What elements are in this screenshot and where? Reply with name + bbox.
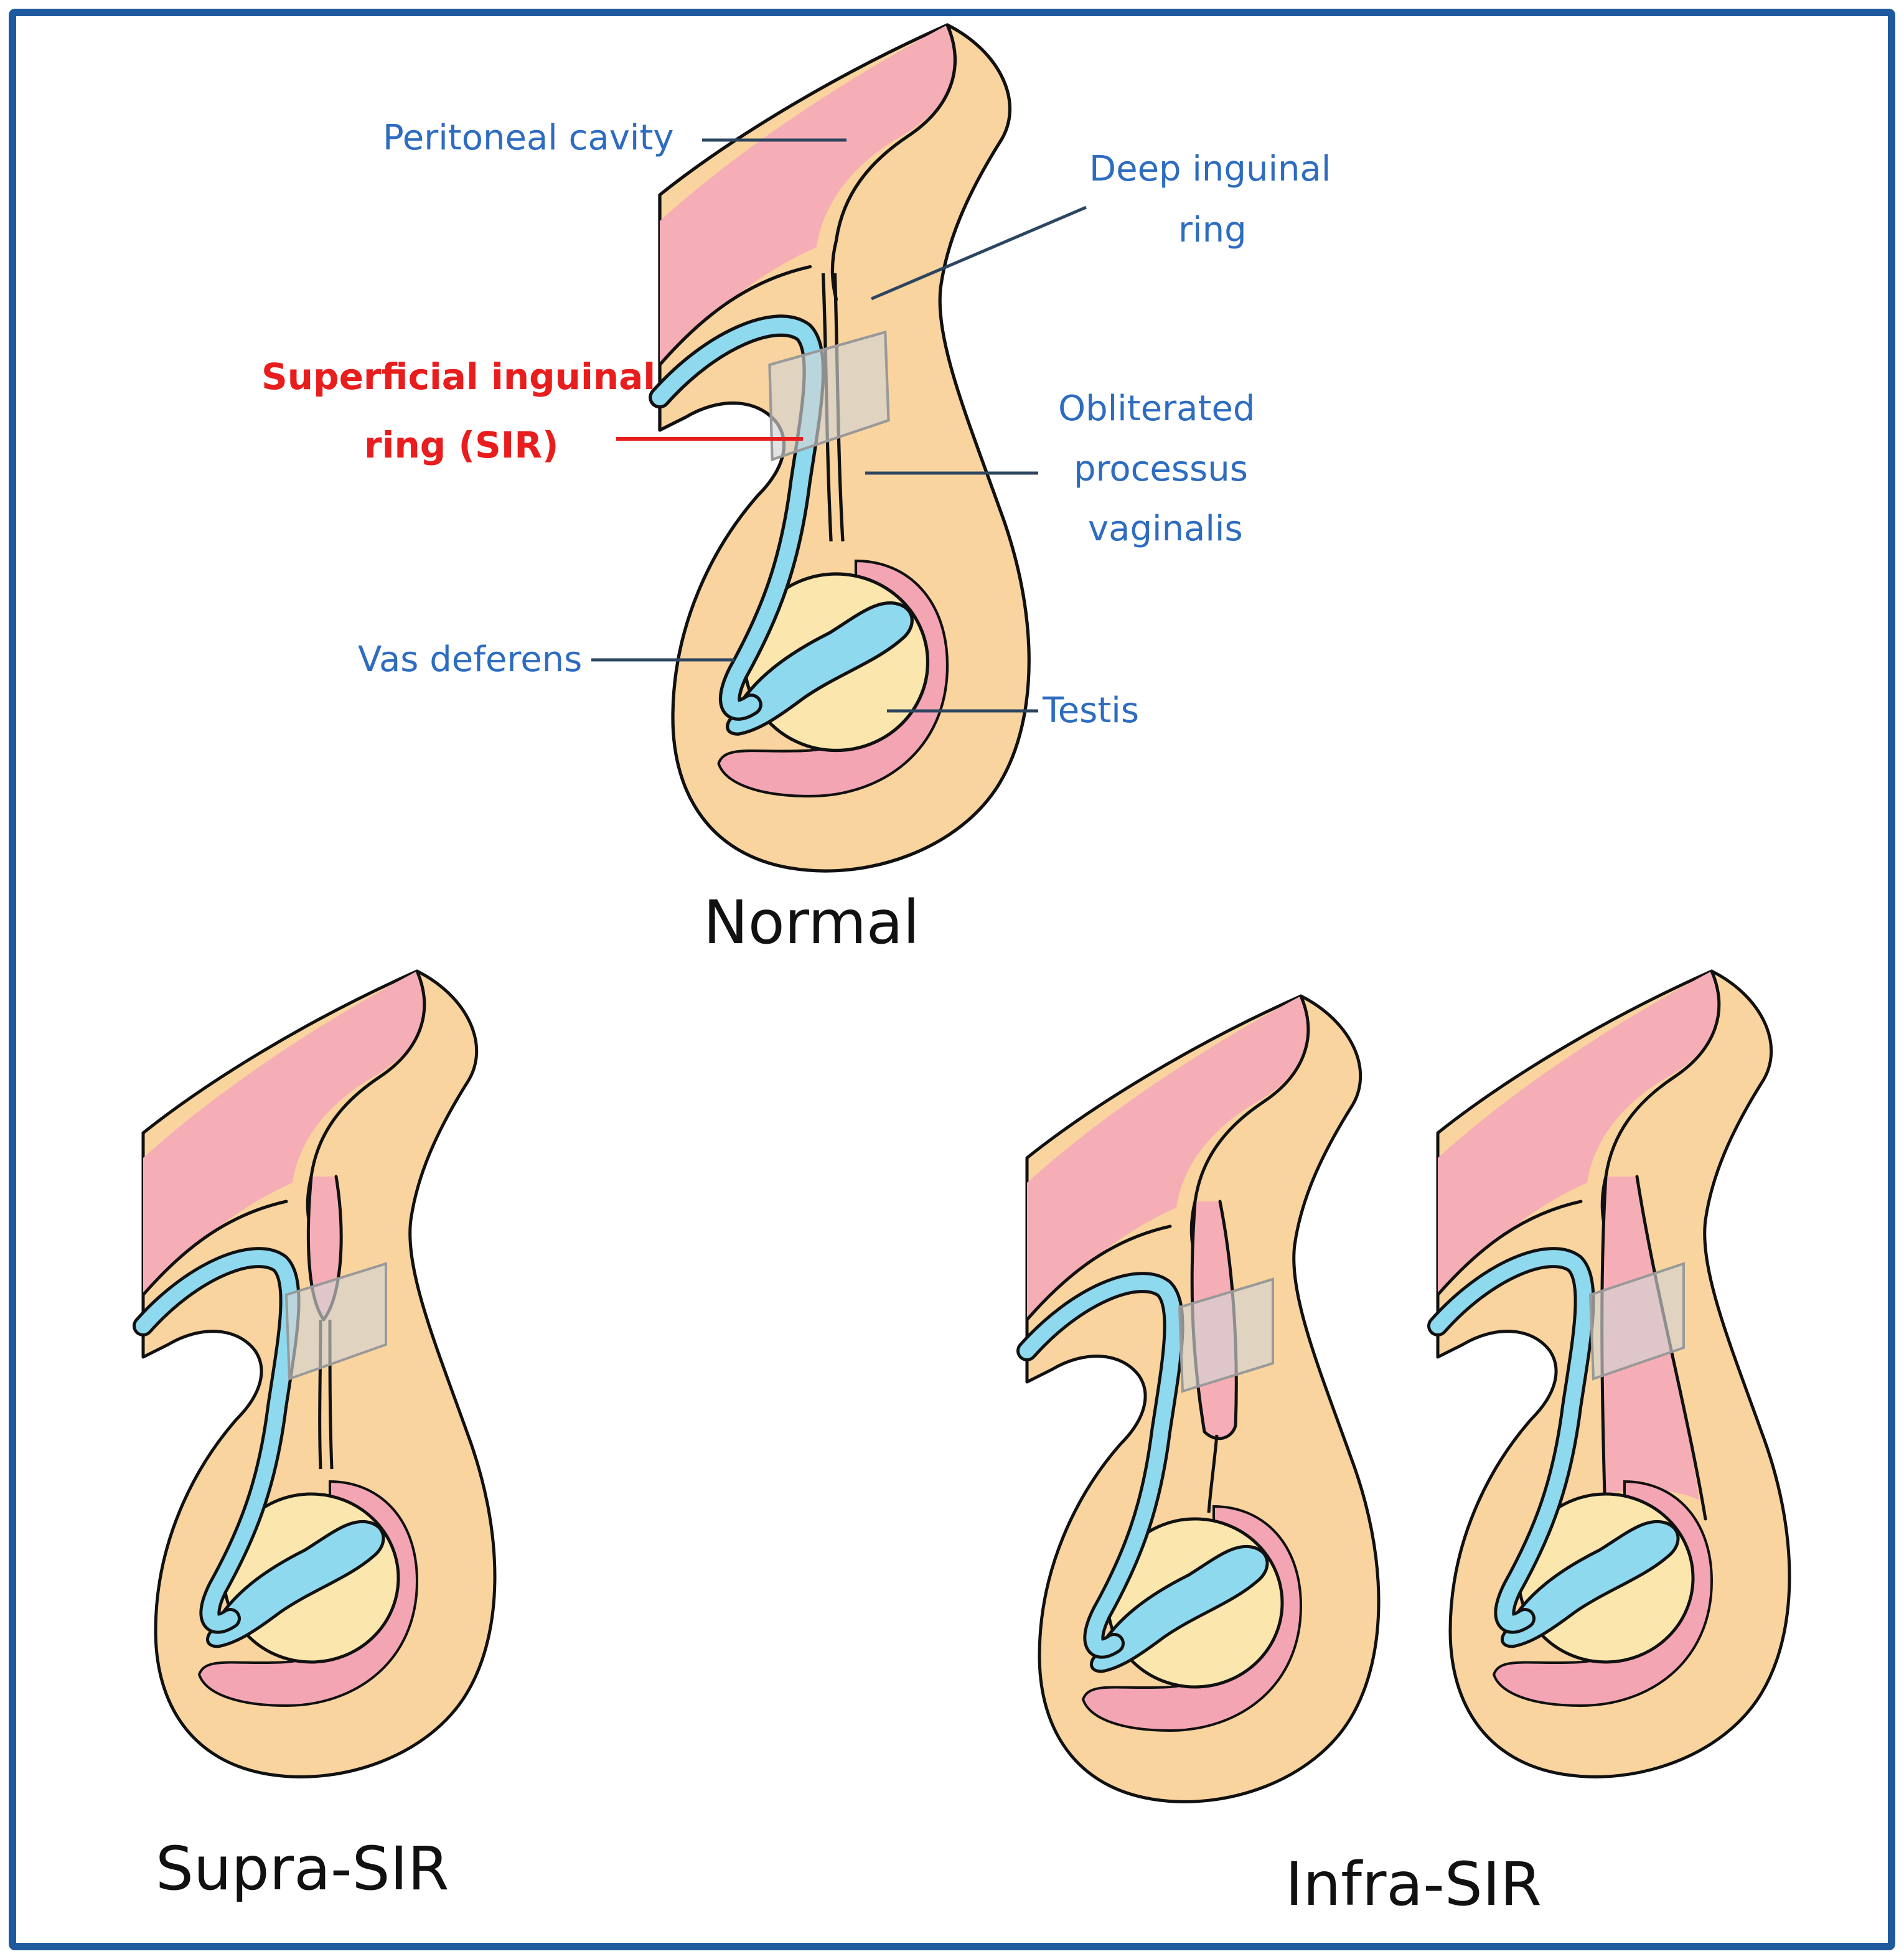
normal-diagram [649,25,1029,871]
infra-sir-diagram-a [1016,996,1379,1802]
opv-label-line2: processus [1074,449,1248,489]
sir-label-line1: Superficial inguinal [261,355,655,398]
infra-sir-title: Infra-SIR [1285,1849,1542,1919]
peritoneal-cavity-label: Peritoneal cavity [383,118,674,158]
figure-frame [9,9,1895,1950]
opv-label-line3: vaginalis [1088,509,1243,549]
testis-label: Testis [1042,690,1139,731]
opv-label-line1: Obliterated [1058,388,1255,429]
vas-deferens-label: Vas deferens [358,639,582,680]
supra-ring-band [284,1262,387,1381]
infra-sir-diagram-b [1427,971,1789,1777]
supra-sir-diagram [133,971,495,1777]
deep-ring-label-line1: Deep inguinal [1089,149,1331,189]
supra-sir-title: Supra-SIR [156,1834,449,1904]
deep-ring-leader [871,205,1087,301]
infra-ring-band-a [1178,1277,1274,1393]
normal-title: Normal [703,888,919,957]
deep-ring-label-line2: ring [1178,210,1247,250]
sir-label-line2: ring (SIR) [364,424,559,466]
infra-ring-band-b [1588,1262,1685,1381]
superficial-ring-band [768,330,890,462]
